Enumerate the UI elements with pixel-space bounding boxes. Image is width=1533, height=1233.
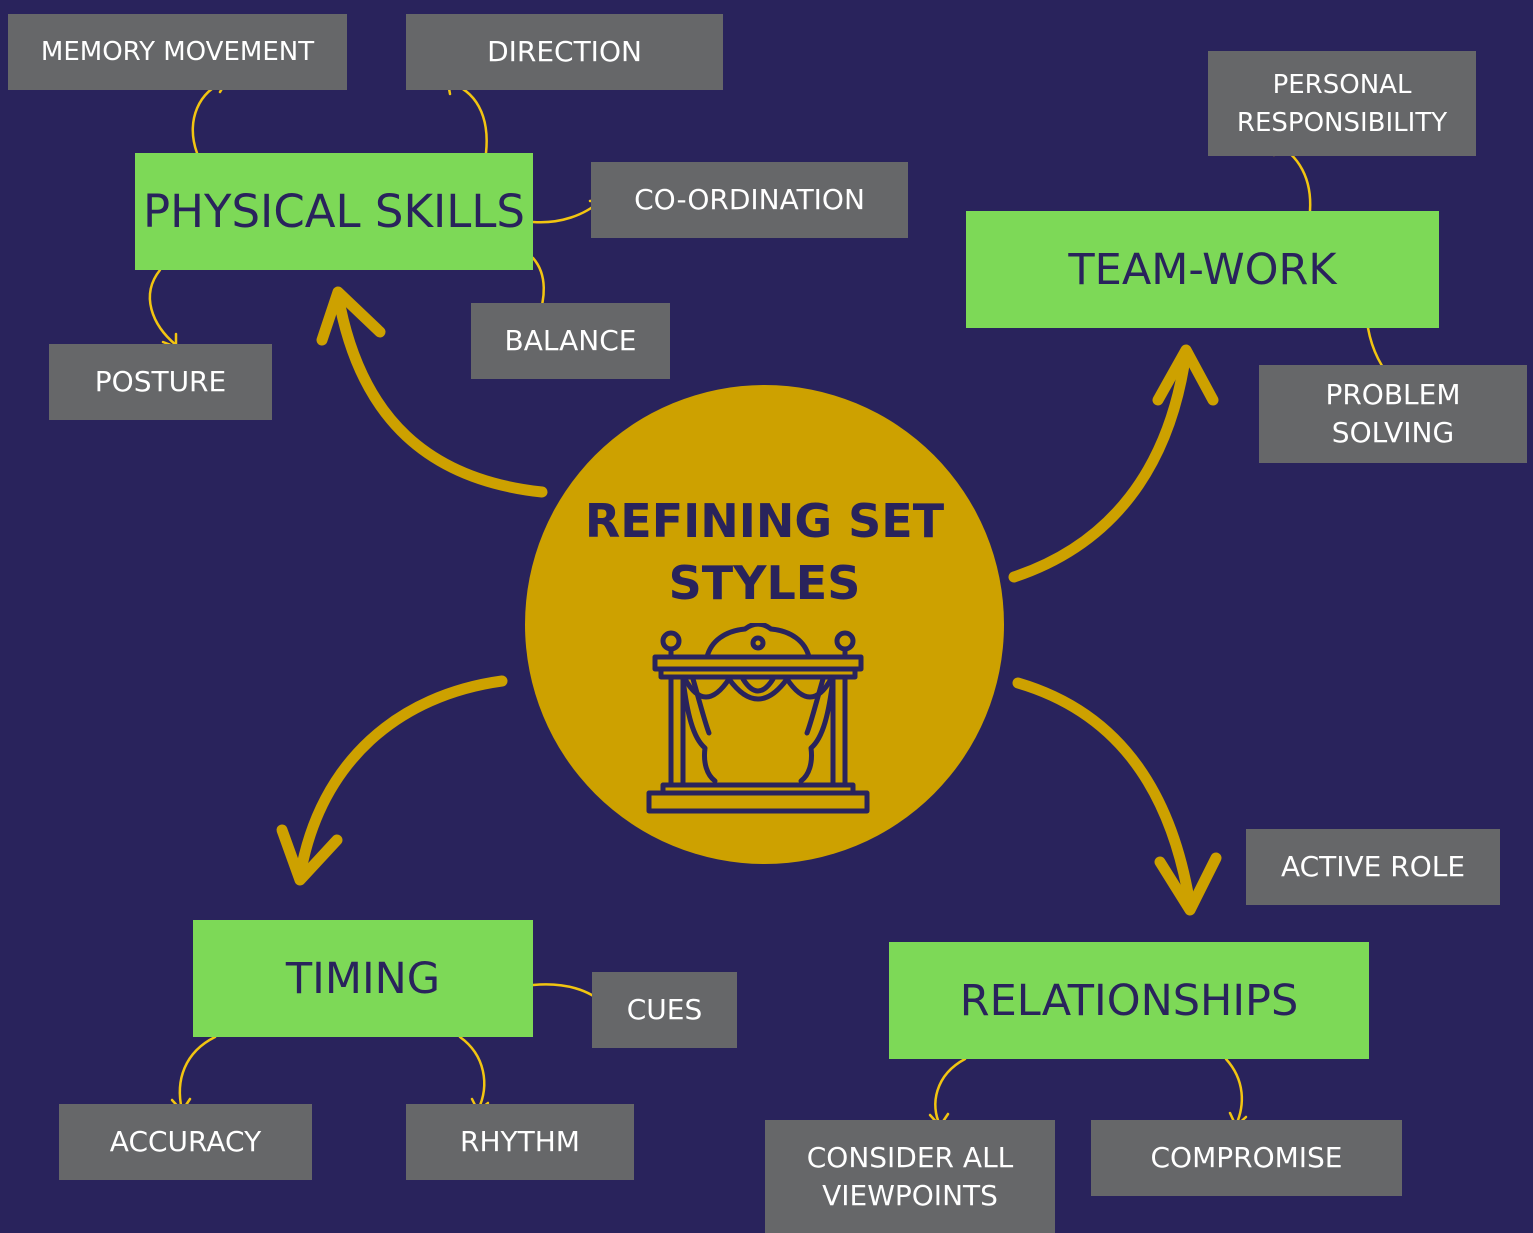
central-title-line-2: STYLES [668,556,861,610]
link-co-ordination [531,199,602,224]
leaf-active-role: ACTIVE ROLE [1246,829,1500,905]
leaf-memory-movement-label: MEMORY MOVEMENT [40,37,315,67]
leaf-consider-all-viewpoints-line-1: CONSIDER ALL [806,1140,1014,1174]
theatre-stage-icon [646,623,870,814]
link-accuracy [178,1035,217,1112]
category-physical-skills: PHYSICAL SKILLS [135,153,533,270]
leaf-memory-movement: MEMORY MOVEMENT [8,14,347,90]
leaf-personal-responsibility: PERSONAL RESPONSIBILITY [1208,51,1476,156]
arrow-head-relationships [1154,852,1222,916]
leaf-problem-solving-line-1: PROBLEM [1325,378,1461,411]
leaf-direction: DIRECTION [406,14,723,90]
leaf-active-role-label: ACTIVE ROLE [1280,850,1466,883]
leaf-co-ordination: CO-ORDINATION [591,162,908,238]
leaf-personal-responsibility-line-2: RESPONSIBILITY [1236,107,1448,138]
arrow-head-physical-skills [316,286,386,346]
arrow-to-relationships [1012,677,1196,911]
arrow-to-physical-skills [332,289,548,498]
leaf-problem-solving-line-2: SOLVING [1331,416,1455,449]
category-team-work-label: TEAM-WORK [1068,244,1337,295]
leaf-consider-all-viewpoints: CONSIDER ALL VIEWPOINTS [765,1120,1055,1233]
arrow-head-team-work [1152,344,1219,406]
central-hub: REFINING SET STYLES [525,385,1004,864]
leaf-problem-solving: PROBLEM SOLVING [1259,365,1527,463]
leaf-personal-responsibility-line-1: PERSONAL [1272,69,1412,100]
category-timing-label: TIMING [285,953,441,1004]
leaf-balance: BALANCE [471,303,670,379]
leaf-accuracy: ACCURACY [59,1104,312,1180]
leaf-cues: CUES [592,972,737,1048]
arrow-to-team-work [1008,346,1192,583]
central-title-line-1: REFINING SET [584,494,945,548]
link-direction [447,81,488,155]
link-consider-all-viewpoints [934,1057,967,1127]
leaf-rhythm: RHYTHM [406,1104,634,1180]
leaf-compromise: COMPROMISE [1091,1120,1402,1196]
link-compromise [1224,1057,1244,1127]
leaf-posture: POSTURE [49,344,272,420]
leaf-compromise-label: COMPROMISE [1150,1141,1343,1174]
leaf-balance-label: BALANCE [504,324,637,357]
leaf-consider-all-viewpoints-line-2: VIEWPOINTS [822,1178,998,1212]
arrow-head-timing [276,824,343,886]
leaf-accuracy-label: ACCURACY [109,1125,262,1158]
link-rhythm [458,1035,486,1112]
category-relationships: RELATIONSHIPS [889,942,1369,1059]
category-physical-skills-label: PHYSICAL SKILLS [143,185,525,238]
leaf-direction-label: DIRECTION [487,35,642,68]
category-team-work: TEAM-WORK [966,211,1439,328]
leaf-co-ordination-label: CO-ORDINATION [634,183,865,216]
leaf-cues-label: CUES [626,993,703,1026]
link-posture [148,268,178,347]
leaf-posture-label: POSTURE [94,365,227,398]
central-title: REFINING SET STYLES [525,490,1004,614]
arrow-to-timing [294,675,508,882]
category-relationships-label: RELATIONSHIPS [959,975,1299,1026]
leaf-rhythm-label: RHYTHM [460,1125,580,1158]
category-timing: TIMING [193,920,533,1037]
